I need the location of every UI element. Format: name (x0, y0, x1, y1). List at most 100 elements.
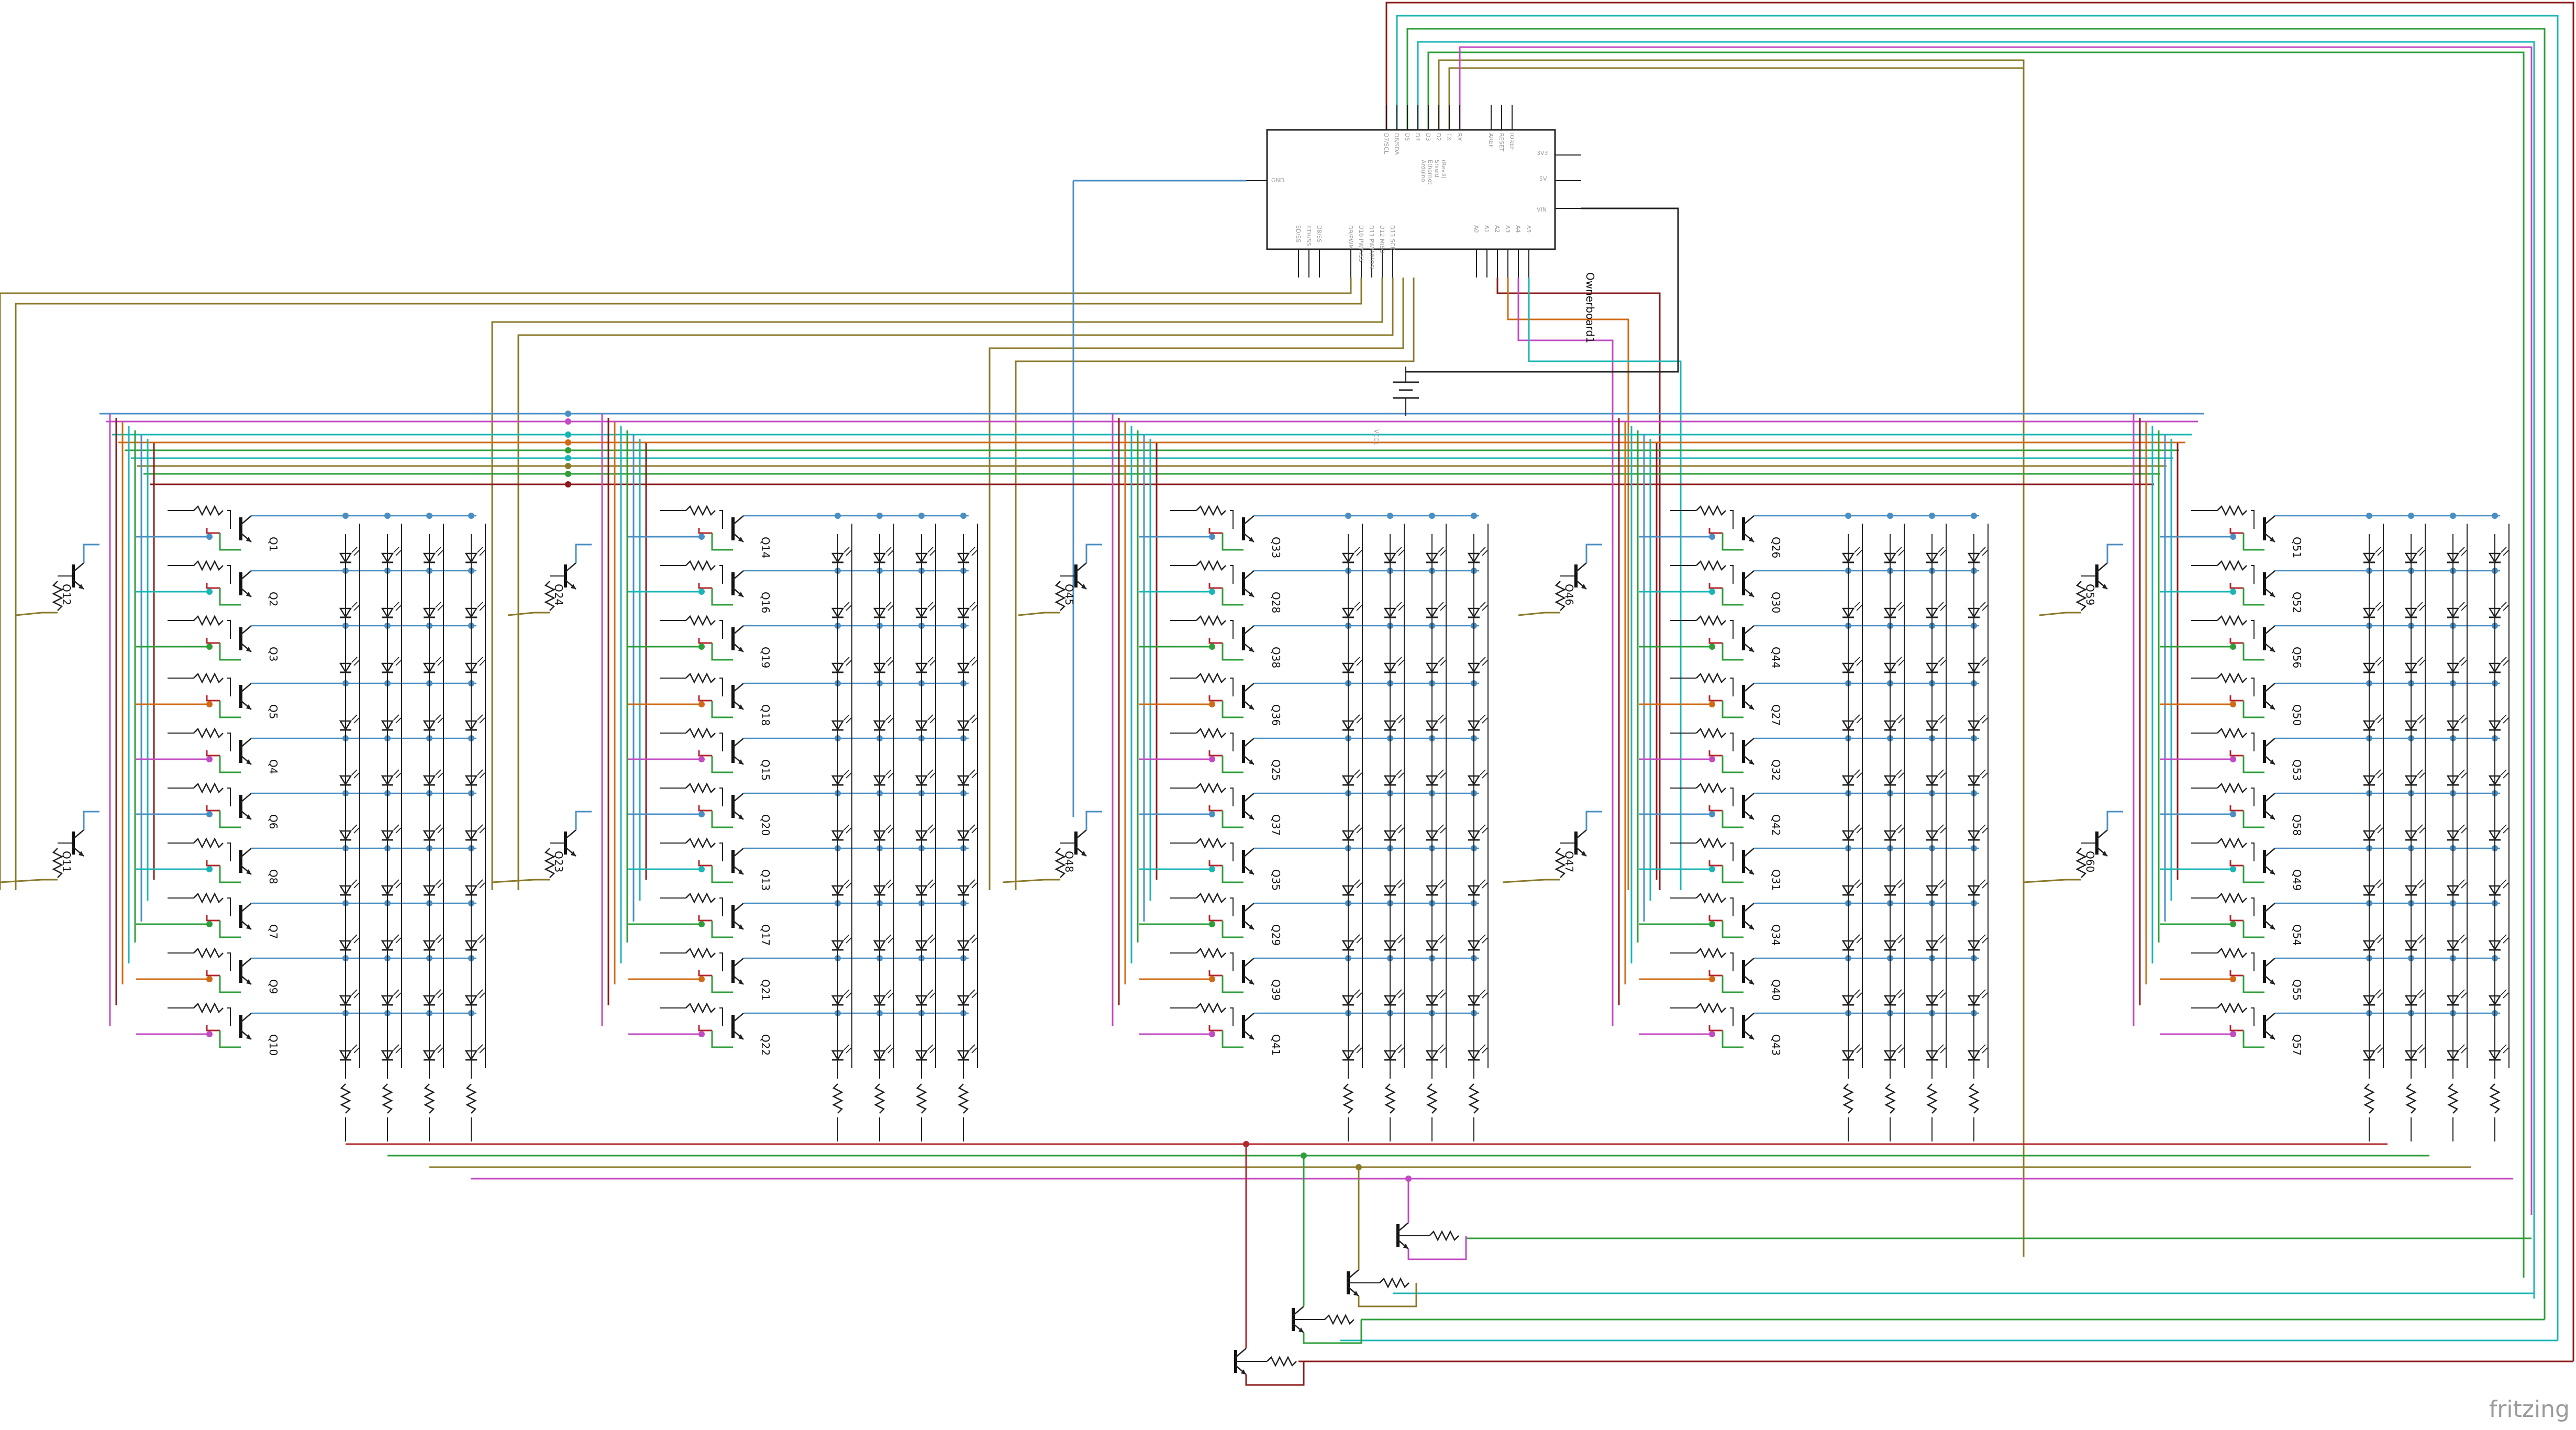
transistor-label: Q29 (1270, 924, 1282, 946)
fanout-wire (517, 278, 1394, 890)
transistor-label: Q53 (2291, 759, 2303, 781)
resistor (1196, 837, 1226, 849)
led-ray (1938, 769, 1944, 775)
led-ray (1980, 824, 1986, 830)
wire (1730, 843, 1734, 861)
junction-dot (206, 589, 213, 595)
transistor-arrow (246, 869, 251, 874)
transistor-arrow (1749, 979, 1754, 984)
led-ray (2501, 547, 2507, 553)
led-ray (1438, 547, 1444, 553)
led-ray (1438, 714, 1444, 720)
led-ray (969, 879, 975, 885)
wire (1222, 701, 1243, 718)
junction-dot (698, 589, 705, 595)
transistor-collector (240, 570, 252, 580)
led-ray (887, 1047, 894, 1054)
led-ray (437, 992, 443, 999)
wire (1518, 612, 1560, 616)
resistor (193, 727, 224, 739)
transistor-label: Q31 (1770, 869, 1782, 891)
wire (492, 879, 550, 883)
led-ray (927, 657, 934, 663)
led-ray (1980, 547, 1986, 553)
transistor-label: Q24 (552, 584, 565, 605)
junction-dot (206, 921, 213, 927)
wire (2229, 1025, 2244, 1032)
wire (698, 1025, 712, 1032)
transistor-label: Q7 (267, 924, 280, 939)
junction-dot (1243, 1141, 1249, 1147)
wire (227, 1007, 231, 1026)
junction-dot (698, 921, 705, 927)
led-ray (1482, 605, 1488, 611)
transistor-label: Q54 (2291, 924, 2303, 946)
transistor-label: Q8 (267, 869, 280, 884)
transistor-arrow (2270, 924, 2275, 929)
junction-dot (468, 513, 474, 519)
resistor (1696, 672, 1726, 684)
led-ray (1854, 934, 1860, 940)
led-ray (1896, 657, 1902, 663)
led-ray (479, 992, 485, 999)
led-ray (2419, 827, 2425, 834)
led-ray (393, 657, 399, 663)
led-ray (927, 1044, 934, 1050)
resistor (1842, 1083, 1854, 1114)
resistor (1196, 947, 1226, 959)
led-ray (1482, 882, 1488, 889)
led-ray (1982, 772, 1988, 779)
top-bus-wire (1385, 2, 2574, 1361)
led-ray (393, 714, 399, 720)
led-ray (479, 550, 485, 556)
led-ray (435, 547, 441, 553)
led-ray (1438, 824, 1444, 830)
transistor-label: Q40 (1770, 979, 1782, 1001)
transistor-collector (2264, 515, 2275, 525)
led-ray (1856, 937, 1862, 944)
led-ray (1938, 879, 1944, 885)
led-ray (1896, 714, 1902, 720)
transistor-arrow (246, 647, 251, 652)
led-ray (1854, 602, 1860, 608)
junction-dot (1209, 756, 1215, 762)
led-ray (435, 714, 441, 720)
wire (711, 866, 733, 883)
wire (2229, 970, 2244, 977)
led-ray (929, 772, 936, 779)
led-ray (393, 547, 399, 553)
fritzing-watermark: fritzing (2489, 1396, 2570, 1423)
wire (698, 750, 712, 757)
transistor-collector (732, 793, 744, 803)
transistor-arrow (2270, 1034, 2275, 1039)
led-ray (435, 769, 441, 775)
led-ray (393, 1044, 399, 1050)
resistor (685, 727, 716, 739)
transistor-arrow (1581, 851, 1586, 856)
top-bus-wire (1448, 67, 2025, 1236)
wire (227, 952, 231, 971)
junction-dot (2366, 513, 2372, 519)
wire (2251, 620, 2255, 639)
junction-dot (206, 976, 213, 982)
transistor-arrow (2270, 979, 2275, 984)
led-ray (1856, 550, 1862, 556)
led-ray (2459, 769, 2465, 775)
transistor-label: Q25 (1270, 759, 1282, 781)
junction-dot (1209, 811, 1215, 817)
junction-dot (1845, 513, 1851, 519)
led-ray (846, 717, 852, 724)
led-ray (435, 879, 441, 885)
transistor-label: Q51 (2291, 537, 2303, 558)
wire (1730, 788, 1734, 806)
wire (1230, 788, 1234, 806)
led-ray (971, 882, 978, 889)
led-ray (1940, 882, 1946, 889)
wire (1502, 879, 1560, 883)
junction-dot (698, 644, 705, 650)
wire (1230, 565, 1234, 584)
wire (1230, 678, 1234, 696)
led-ray (2417, 602, 2423, 608)
